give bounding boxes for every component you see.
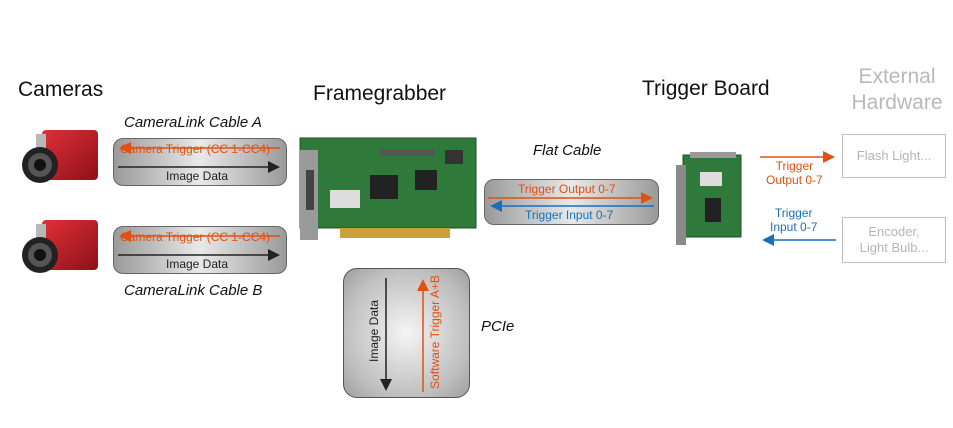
encoder-box: Encoder, Light Bulb...	[842, 217, 946, 263]
flat-cable-title: Flat Cable	[533, 142, 602, 159]
encoder-label-line1: Encoder,	[868, 224, 920, 239]
framegrabber-heading: Framegrabber	[313, 82, 447, 105]
cameras-heading: Cameras	[18, 78, 104, 101]
flat-cable: Trigger Output 0-7 Trigger Input 0-7	[484, 179, 659, 225]
flash-light-box: Flash Light...	[842, 134, 946, 178]
cable-b-title: CameraLink Cable B	[124, 282, 263, 299]
ext-trigger-output-line2: Output 0-7	[766, 173, 823, 187]
cable-a-title: CameraLink Cable A	[124, 114, 262, 131]
external-hardware-heading: External Hardware	[842, 64, 952, 116]
trigger-input-label: Trigger Input 0-7	[525, 208, 614, 222]
cable-a-camera-trigger-label: Camera Trigger (CC 1-CC4)	[120, 142, 271, 156]
ext-trigger-input-line1: Trigger	[774, 206, 813, 220]
camera-a-icon	[22, 130, 98, 183]
cable-a: Camera Trigger (CC 1-CC4) Image Data	[113, 138, 287, 186]
external-heading-line2: Hardware	[851, 91, 943, 114]
framegrabber-board-icon	[299, 137, 477, 240]
trigger-board-heading: Trigger Board	[642, 77, 770, 100]
external-trigger-input-label: Trigger Input 0-7	[770, 206, 817, 234]
cable-b: Camera Trigger (CC 1-CC4) Image Data	[113, 226, 287, 274]
camera-b-icon	[22, 220, 98, 273]
pcie-box: Image Data Software Trigger A+B	[343, 268, 470, 398]
pcie-title: PCIe	[481, 318, 515, 335]
encoder-label-line2: Light Bulb...	[859, 240, 929, 255]
cable-a-image-data-label: Image Data	[166, 169, 229, 183]
external-heading-line1: External	[858, 65, 936, 88]
ext-trigger-input-line2: Input 0-7	[770, 220, 818, 234]
external-trigger-output-label: Trigger Output 0-7	[766, 159, 823, 187]
ext-trigger-output-line1: Trigger	[775, 159, 814, 173]
cable-b-image-data-label: Image Data	[166, 257, 229, 271]
trigger-output-label: Trigger Output 0-7	[518, 182, 616, 196]
trigger-board-icon	[676, 152, 742, 245]
cable-b-camera-trigger-label: Camera Trigger (CC 1-CC4)	[120, 230, 271, 244]
flash-light-label: Flash Light...	[856, 148, 932, 163]
